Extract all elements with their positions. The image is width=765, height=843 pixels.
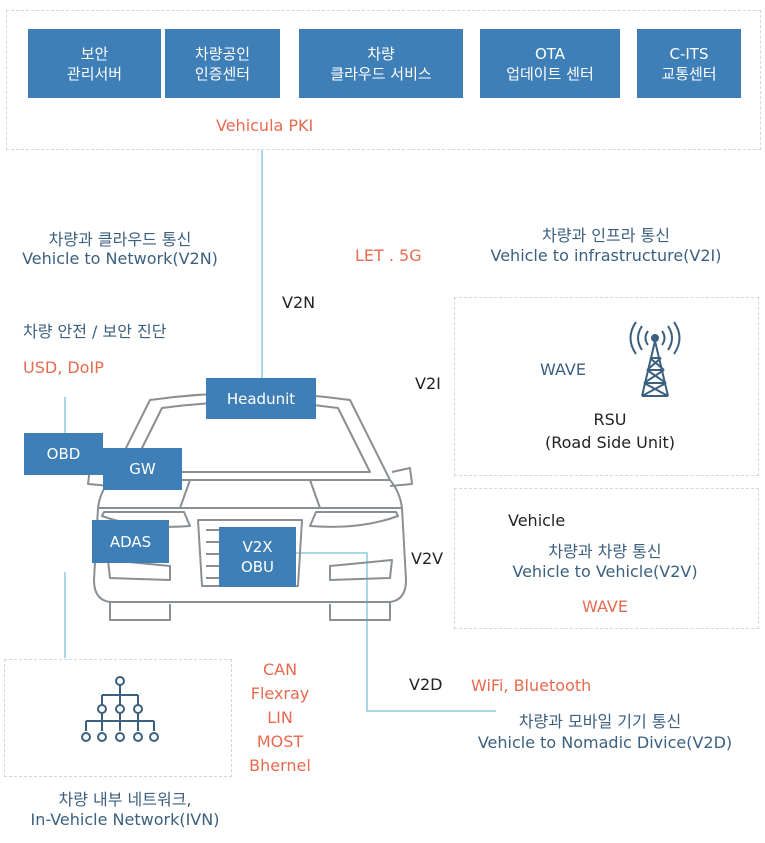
diag-connector-line: [64, 397, 66, 433]
ivn-protocol-ethernet: Bhernel: [249, 756, 311, 775]
v2v-kr-label: 차량과 차량 통신: [548, 542, 662, 561]
v2d-en-label: Vehicle to Nomadic Divice(V2D): [477, 733, 733, 752]
v2n-en-label: Vehicle to Network(V2N): [22, 249, 218, 268]
adas-label: ADAS: [109, 532, 152, 551]
box-line1: C-ITS: [669, 44, 709, 63]
car-illustration: [87, 392, 413, 621]
adas-box: ADAS: [92, 520, 169, 563]
diag-kr-label: 차량 안전 / 보안 진단: [23, 322, 167, 341]
gw-box: GW: [103, 448, 182, 490]
v2x-label: V2X: [242, 538, 273, 556]
v2i-en-label: Vehicle to infrastructure(V2I): [490, 246, 722, 265]
v2d-tag: V2D: [409, 675, 443, 694]
ota-update-center-box: OTA 업데이트 센터: [480, 29, 620, 98]
diag-tech-label: USD, DoIP: [23, 358, 104, 377]
ivn-frame: [4, 659, 232, 777]
ivn-kr-label: 차량 내부 네트워크,: [58, 790, 192, 809]
v2x-obu-box: V2X OBU: [219, 527, 296, 587]
ivn-protocol-flexray: Flexray: [250, 684, 310, 703]
box-line1: OTA: [534, 44, 566, 63]
headunit-box: Headunit: [206, 378, 316, 419]
network-tree-icon: [81, 676, 159, 742]
obd-box: OBD: [24, 433, 103, 475]
ivn-protocol-most: MOST: [256, 732, 304, 751]
v2i-tag: V2I: [415, 374, 441, 393]
obd-label: OBD: [46, 445, 81, 463]
box-line1: 차량공인: [194, 44, 251, 63]
rsu-frame: [454, 297, 759, 476]
security-server-box: 보안 관리서버: [28, 29, 161, 98]
rsu-full-label: (Road Side Unit): [545, 433, 675, 452]
v2d-connector-horizontal: [296, 552, 368, 554]
ivn-protocol-can: CAN: [262, 660, 298, 679]
box-line2: 클라우드 서비스: [330, 64, 432, 83]
v2n-tech-label: LET . 5G: [355, 246, 422, 265]
server-group-frame: [6, 10, 761, 150]
vehicula-pki-label: Vehicula PKI: [216, 116, 314, 135]
box-line2: 관리서버: [66, 64, 123, 83]
v2v-wave-label: WAVE: [582, 597, 628, 616]
v2i-kr-label: 차량과 인프라 통신: [542, 226, 670, 245]
v2v-vehicle-label: Vehicle: [508, 511, 566, 530]
antenna-tower-icon: [629, 321, 681, 397]
ivn-en-label: In-Vehicle Network(IVN): [30, 810, 220, 829]
c-its-traffic-center-box: C-ITS 교통센터: [637, 29, 741, 98]
v2v-tag: V2V: [411, 549, 444, 568]
v2n-kr-label: 차량과 클라우드 통신: [48, 230, 192, 249]
obu-label: OBU: [240, 558, 275, 576]
ivn-protocol-lin: LIN: [267, 708, 293, 727]
vehicle-cloud-service-box: 차량 클라우드 서비스: [299, 29, 463, 98]
v2v-en-label: Vehicle to Vehicle(V2V): [512, 562, 698, 581]
v2n-tag: V2N: [282, 293, 316, 312]
v2d-tech-label: WiFi, Bluetooth: [471, 676, 592, 695]
rsu-label: RSU: [593, 410, 627, 429]
v2n-connector-line: [261, 150, 263, 380]
v2d-kr-label: 차량과 모바일 기기 통신: [518, 712, 682, 731]
vehicle-cert-center-box: 차량공인 인증센터: [165, 29, 280, 98]
box-line2: 교통센터: [661, 64, 717, 83]
gw-label: GW: [129, 460, 156, 478]
v2d-connector-bottom: [366, 710, 496, 712]
box-line1: 차량: [367, 44, 395, 63]
headunit-label: Headunit: [226, 389, 296, 408]
v2v-frame: [454, 488, 759, 629]
rsu-wave-label: WAVE: [540, 360, 586, 379]
box-line2: 업데이트 센터: [506, 64, 594, 83]
box-line2: 인증센터: [194, 64, 251, 83]
v2d-connector-vertical: [366, 552, 368, 712]
box-line1: 보안: [80, 44, 109, 63]
ivn-connector-line: [64, 572, 66, 658]
